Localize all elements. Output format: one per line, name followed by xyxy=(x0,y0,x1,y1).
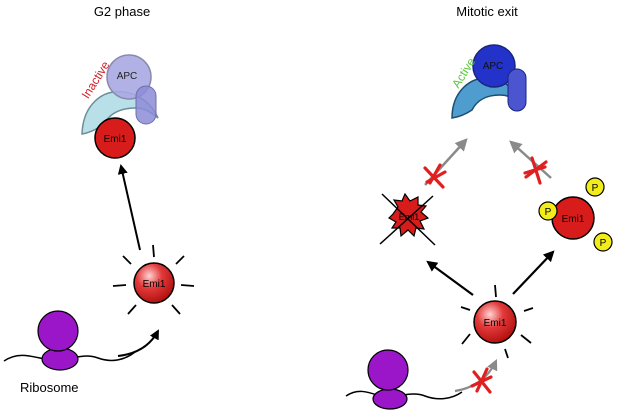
emi1-central-label: Emi1 xyxy=(484,318,507,329)
right-panel: Mitotic exit APC Active Emi1 xyxy=(345,4,613,410)
degraded-cross-line-2 xyxy=(379,195,434,245)
blocked-binding-arrows xyxy=(423,138,552,189)
emi1-phospho-label: Emi1 xyxy=(562,214,585,225)
ribosome-small-subunit-right xyxy=(372,388,408,410)
ribosome-large-subunit xyxy=(37,310,79,352)
left-panel: G2 phase APC Inactive Emi1 xyxy=(3,4,195,395)
phosphate-2: P xyxy=(538,201,558,221)
block-x-mark-translation xyxy=(470,367,493,394)
phosphate-3: P xyxy=(593,232,613,252)
phosphorylation-arrow xyxy=(512,250,555,295)
g2-phase-title: G2 phase xyxy=(94,4,150,19)
emi1-free-label: Emi1 xyxy=(143,279,166,290)
ribosome-left: Ribosome xyxy=(3,310,159,395)
emi1-bound-label: Emi1 xyxy=(104,134,127,145)
binding-arrow xyxy=(117,164,141,251)
ribosome-large-subunit-right xyxy=(367,349,409,391)
apc-label-active: APC xyxy=(483,61,504,72)
ribosome-right xyxy=(345,349,498,410)
degraded-cross-line-1 xyxy=(381,193,436,246)
apc-label-inactive: APC xyxy=(117,71,138,82)
apc-subunit-active xyxy=(507,68,527,112)
active-apc-complex: APC Active xyxy=(449,44,527,119)
svg-text:P: P xyxy=(545,207,552,218)
block-x-marks-top xyxy=(423,156,548,189)
emi1-central-burst-lines xyxy=(460,284,534,359)
emi1-bound: Emi1 xyxy=(94,117,136,159)
degraded-emi1-fragments xyxy=(388,192,430,238)
emi1-degraded: Emi1 xyxy=(379,192,436,246)
apc-circle-active xyxy=(472,44,516,88)
phosphate-1: P xyxy=(585,177,605,197)
degradation-arrow xyxy=(426,260,474,296)
mitotic-exit-title: Mitotic exit xyxy=(456,4,518,19)
translation-arrow-left xyxy=(117,329,159,357)
svg-text:P: P xyxy=(600,238,607,249)
svg-text:P: P xyxy=(592,183,599,194)
emi1-central: Emi1 xyxy=(460,284,534,359)
emi1-newly-synthesized: Emi1 xyxy=(112,244,195,315)
ribosome-label: Ribosome xyxy=(20,380,79,395)
emi1-burst-lines xyxy=(112,244,195,315)
apc-subunit-inactive xyxy=(135,85,157,125)
emi1-phosphorylated: Emi1 P P P xyxy=(538,177,613,252)
